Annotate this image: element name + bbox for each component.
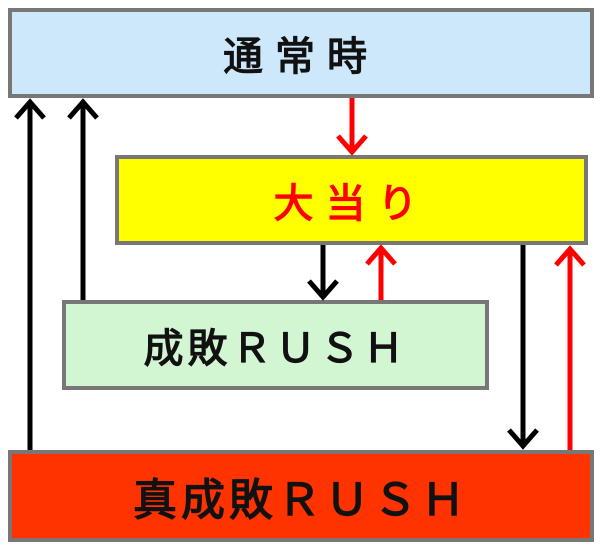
seihai-to-normal-arrow bbox=[67, 98, 99, 300]
shin-seihai-rush-label: 真成敗ＲＵＳＨ bbox=[133, 475, 469, 526]
jackpot-to-seihai-arrow bbox=[307, 245, 339, 301]
jackpot-to-shin-arrow bbox=[507, 245, 539, 450]
normal-to-jackpot-arrow bbox=[336, 98, 368, 156]
seihai-rush-label: 成敗ＲＵＳＨ bbox=[143, 326, 408, 372]
normal-state-box: 通常時 bbox=[8, 8, 594, 98]
jackpot-state-label: 大当り bbox=[273, 181, 430, 227]
jackpot-state-box: 大当り bbox=[115, 155, 588, 245]
seihai-rush-box: 成敗ＲＵＳＨ bbox=[62, 300, 489, 390]
seihai-to-jackpot-arrow bbox=[365, 244, 397, 300]
shin-to-jackpot-arrow bbox=[554, 245, 586, 450]
shin-to-normal-arrow bbox=[14, 98, 46, 450]
shin-seihai-rush-box: 真成敗ＲＵＳＨ bbox=[8, 450, 594, 542]
normal-state-label: 通常時 bbox=[223, 34, 379, 80]
